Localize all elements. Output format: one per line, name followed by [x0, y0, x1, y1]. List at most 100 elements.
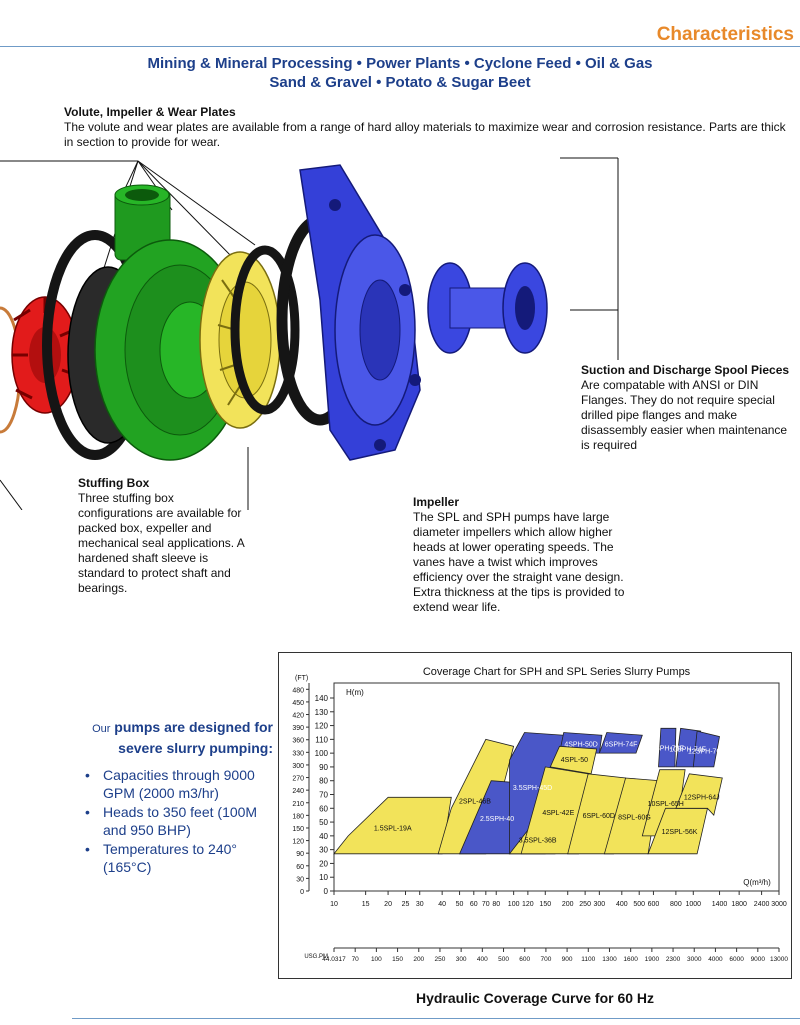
usgpm-tick-label: 100 [371, 956, 382, 963]
x-tick-label: 1000 [685, 901, 701, 908]
y-axis-label: H(m) [346, 688, 364, 697]
volute-title: Volute, Impeller & Wear Plates [64, 105, 236, 119]
y-tick-label: 80 [319, 777, 328, 786]
series-label: 4SPL-42E [542, 810, 574, 817]
page-title: Characteristics [656, 24, 794, 45]
usgpm-tick-label: 900 [562, 956, 573, 963]
wear-plate-ring [230, 245, 300, 415]
x-tick-label: 60 [470, 901, 478, 908]
usgpm-tick-label: 1900 [645, 956, 660, 963]
x-tick-label: 200 [562, 901, 574, 908]
x-tick-label: 25 [402, 901, 410, 908]
y-tick-label: 40 [319, 832, 328, 841]
x-tick-label: 100 [508, 901, 520, 908]
y-ft-tick-label: 90 [296, 851, 304, 858]
usgpm-label: USG.PM [304, 954, 328, 960]
x-tick-label: 70 [482, 901, 490, 908]
y-ft-tick-label: 270 [292, 776, 304, 783]
x-tick-label: 3000 [771, 901, 787, 908]
coverage-region [692, 730, 720, 768]
usgpm-tick-label: 150 [392, 956, 403, 963]
y-tick-label: 90 [319, 763, 328, 772]
x-axis-label: Q(m³/h) [743, 878, 771, 887]
volute-text: The volute and wear plates are available… [64, 120, 786, 149]
y-ft-tick-label: 390 [292, 725, 304, 732]
series-label: 12SPH-76J [688, 748, 724, 755]
impeller-text: The SPL and SPH pumps have large diamete… [413, 510, 625, 614]
usgpm-tick-label: 3000 [687, 956, 702, 963]
y-ft-unit-label: (FT) [295, 675, 308, 682]
series-label: 10SPH-74F [669, 746, 706, 753]
promo-lead: Our pumps are designed for severe slurry… [73, 718, 273, 758]
annotation-line [137, 160, 236, 261]
coverage-chart: Coverage Chart for SPH and SPL Series Sl… [292, 666, 788, 963]
x-tick-label: 300 [594, 901, 606, 908]
y-ft-tick-label: 180 [292, 813, 304, 820]
annotation-line [137, 160, 256, 246]
stuffing-title: Stuffing Box [78, 476, 150, 490]
y-tick-label: 0 [324, 887, 329, 896]
series-label: 10SPL-65H [648, 801, 684, 808]
usgpm-tick-label: 500 [498, 956, 509, 963]
promo-lead-big: pumps are designed for severe slurry pum… [114, 719, 273, 756]
chart-title: Coverage Chart for SPH and SPL Series Sl… [423, 666, 691, 678]
x-tick-label: 40 [438, 901, 446, 908]
series-label: 12SPH-64J [684, 795, 720, 802]
usgpm-tick-label: 44.0317 [322, 956, 346, 963]
y-tick-label: 70 [319, 791, 328, 800]
impeller-title: Impeller [413, 495, 460, 509]
series-label: 8SPL-60G [618, 815, 651, 822]
usgpm-tick-label: 4000 [708, 956, 723, 963]
usgpm-tick-label: 600 [519, 956, 530, 963]
y-tick-label: 110 [315, 735, 328, 744]
pump-exploded-illustration [0, 157, 619, 510]
x-tick-label: 80 [492, 901, 500, 908]
usgpm-tick-label: 400 [477, 956, 488, 963]
header-rule [0, 46, 800, 47]
list-item: Temperatures to 240° (165°C) [85, 840, 273, 876]
y-ft-tick-label: 360 [292, 738, 304, 745]
coverage-region [658, 727, 677, 768]
usgpm-tick-label: 13000 [770, 956, 788, 963]
series-label: 6SPH-74F [605, 741, 638, 748]
y-tick-label: 100 [315, 749, 329, 758]
usgpm-tick-label: 300 [456, 956, 467, 963]
promo-list: Capacities through 9000 GPM (2000 m3/hr)… [73, 766, 273, 876]
y-ft-tick-label: 0 [300, 889, 304, 896]
list-item: Heads to 350 feet (100M and 950 BHP) [85, 803, 273, 839]
series-label: 2.5SPH-40 [480, 816, 514, 823]
applications-line-2: Sand & Gravel • Potato & Sugar Beet [269, 74, 531, 91]
y-ft-tick-label: 300 [292, 763, 304, 770]
usgpm-tick-label: 6000 [729, 956, 744, 963]
x-tick-label: 400 [616, 901, 628, 908]
y-tick-label: 130 [315, 708, 329, 717]
y-tick-label: 60 [319, 804, 328, 813]
x-tick-label: 120 [522, 901, 534, 908]
series-label: 2SPL-46B [459, 798, 491, 805]
series-label: 8SPH-74F [651, 746, 684, 753]
coverage-region [333, 796, 452, 855]
x-tick-label: 10 [330, 901, 338, 908]
x-tick-label: 600 [648, 901, 660, 908]
x-tick-label: 2400 [754, 901, 770, 908]
usgpm-tick-label: 250 [435, 956, 446, 963]
spool-title: Suction and Discharge Spool Pieces [581, 363, 790, 377]
volute-block: Volute, Impeller & Wear Plates The volut… [64, 105, 794, 150]
usgpm-tick-label: 700 [540, 956, 551, 963]
coverage-region [549, 745, 598, 775]
impeller-block: Impeller The SPL and SPH pumps have larg… [413, 495, 635, 615]
casing-part [299, 164, 421, 461]
y-ft-tick-label: 60 [296, 864, 304, 871]
usgpm-tick-label: 200 [413, 956, 424, 963]
y-ft-tick-label: 210 [292, 801, 304, 808]
x-tick-label: 30 [416, 901, 424, 908]
promo-lead-small: Our [92, 723, 111, 735]
promo-block: Our pumps are designed for severe slurry… [73, 718, 273, 877]
usgpm-tick-label: 2300 [666, 956, 681, 963]
stuffing-text: Three stuffing box configurations are av… [78, 491, 245, 595]
x-tick-label: 250 [579, 901, 591, 908]
x-tick-label: 1400 [712, 901, 728, 908]
usgpm-tick-label: 9000 [751, 956, 766, 963]
series-label: 6SPL-60D [583, 813, 615, 820]
usgpm-tick-label: 1100 [581, 956, 595, 963]
